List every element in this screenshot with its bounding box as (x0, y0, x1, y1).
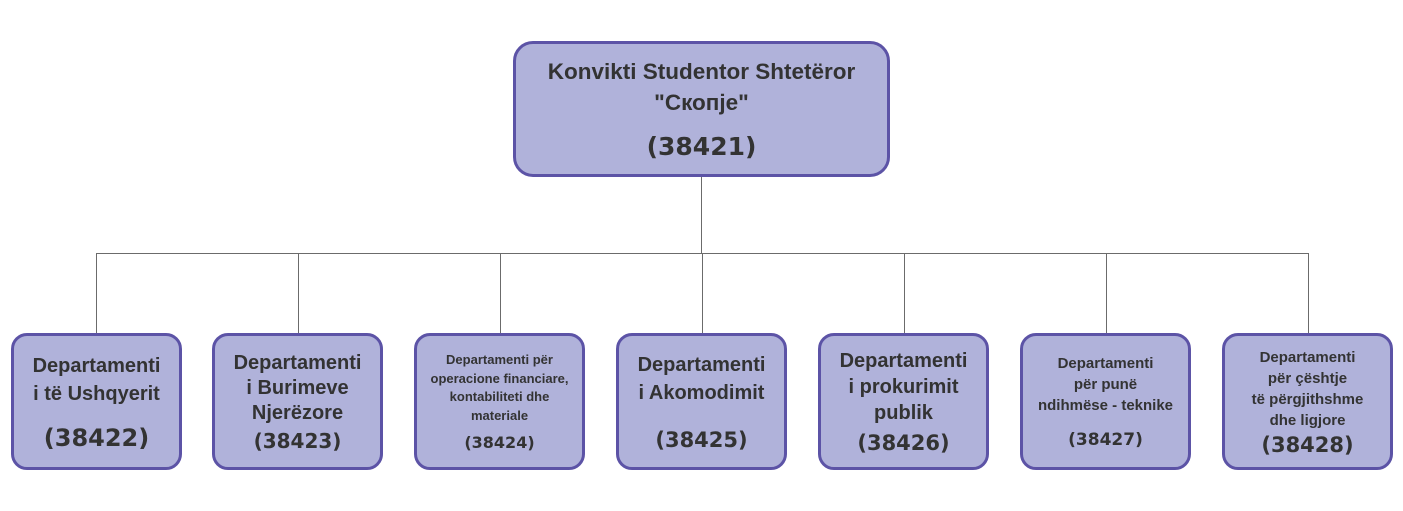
dept-connector (702, 253, 703, 333)
department-node: Departamenti për punë ndihmëse - teknike… (1020, 333, 1191, 470)
department-node: Departamenti i prokurimit publik (38426) (818, 333, 989, 470)
department-code: (38426) (857, 431, 950, 455)
department-name: Departamenti për çështje të përgjithshme… (1251, 348, 1364, 429)
department-name: Departamenti i Burimeve Njerëzore (233, 351, 362, 424)
root-code: (38421) (646, 131, 757, 161)
department-node: Departamenti për çështje të përgjithshme… (1222, 333, 1393, 470)
dept-connector (1308, 253, 1309, 333)
root-node: Konvikti Studentor Shtetëror "Скопје" (3… (513, 41, 890, 177)
department-node: Departamenti i të Ushqyerit (38422) (11, 333, 182, 470)
department-code: (38428) (1261, 432, 1354, 457)
dept-connector (1106, 253, 1107, 333)
dept-connector (96, 253, 97, 333)
department-code: (38427) (1068, 430, 1143, 450)
department-code: (38423) (253, 428, 342, 453)
dept-connector (500, 253, 501, 333)
root-name: Konvikti Studentor Shtetëror "Скопје" (547, 58, 856, 115)
department-code: (38422) (43, 423, 150, 452)
dept-connector (298, 253, 299, 333)
root-connector (701, 177, 702, 254)
department-name: Departamenti i të Ushqyerit (32, 354, 161, 405)
department-name: Departamenti për operacione financiare, … (430, 352, 569, 423)
department-node: Departamenti i Burimeve Njerëzore (38423… (212, 333, 383, 470)
department-code: (38424) (464, 433, 535, 452)
department-node: Departamenti për operacione financiare, … (414, 333, 585, 470)
department-name: Departamenti i prokurimit publik (839, 350, 968, 424)
dept-connector (904, 253, 905, 333)
department-name: Departamenti i Akomodimit (637, 354, 766, 404)
department-node: Departamenti i Akomodimit (38425) (616, 333, 787, 470)
department-code: (38425) (655, 428, 748, 452)
department-name: Departamenti për punë ndihmëse - teknike (1037, 355, 1174, 414)
